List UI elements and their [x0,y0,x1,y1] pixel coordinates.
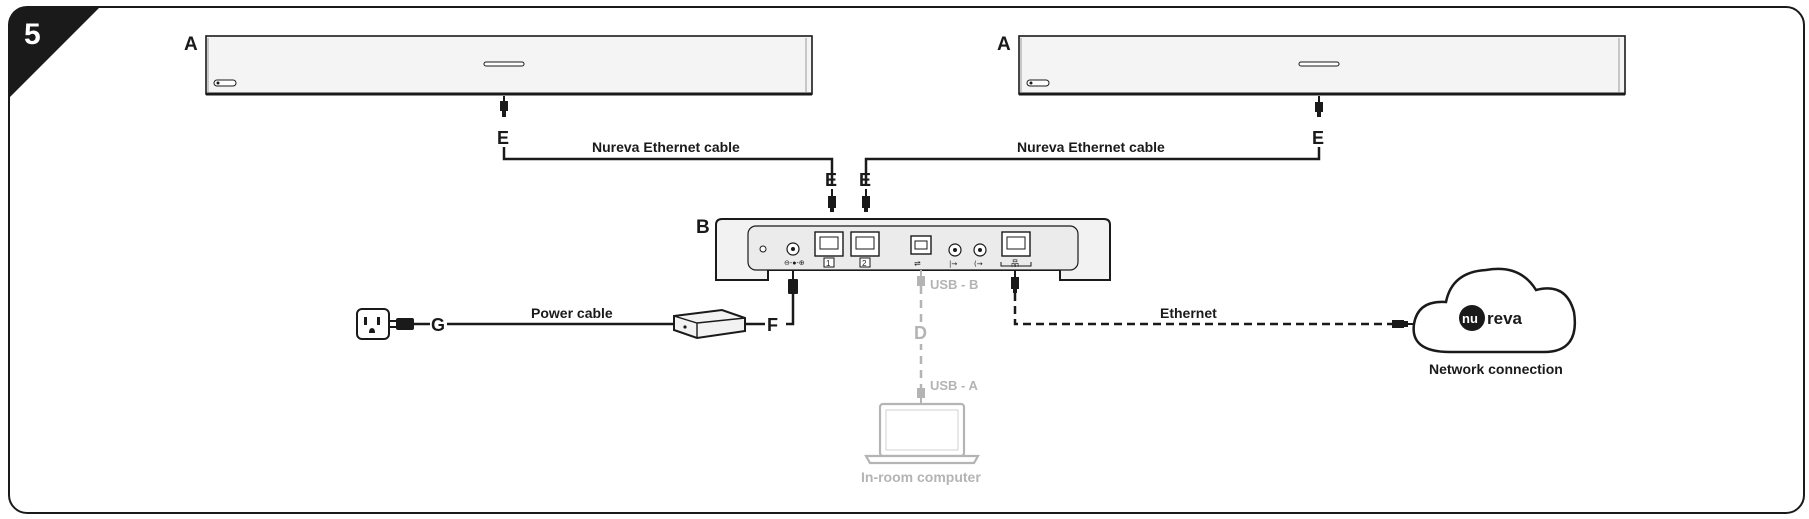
ethernet-cable-left-label: Nureva Ethernet cable [592,139,740,155]
power-adapter-icon [673,308,746,340]
hub-label: B [696,217,710,238]
power-cable-dc [786,294,795,326]
connector-g: G [431,315,445,335]
connection-hub: ⊖-●-⊕ 1 2 ⇌ |→ (→ 品 [715,218,1111,281]
ethernet-plug-icon [862,189,870,212]
port-number-1: 1 [826,259,831,268]
connector-e-left-top: E [497,128,509,148]
connector-e-hub-right: E [859,170,871,190]
svg-text:⇌: ⇌ [914,259,921,268]
right-device-label: A [997,34,1011,55]
svg-text:(→: (→ [974,260,983,268]
logo-suffix: reva [1487,309,1523,328]
left-device-label: A [184,34,198,55]
ethernet-plug-icon [828,189,836,212]
cloud-icon [1412,267,1577,354]
ethernet-cable-right-label: Nureva Ethernet cable [1017,139,1165,155]
outlet-icon [356,308,390,340]
network-ethernet-cable [1013,293,1392,326]
svg-text:|→: |→ [949,260,957,268]
usb-plug-icon [917,270,925,286]
left-device-bar [205,35,813,96]
connector-e-hub-left: E [825,170,837,190]
ethernet-cable-right [864,147,1321,186]
power-cable-label: Power cable [531,305,613,321]
laptop-icon [864,402,980,465]
svg-text:品: 品 [1011,259,1019,268]
connector-f: F [767,315,778,335]
port-number-2: 2 [862,259,867,268]
connector-d: D [914,323,927,343]
ethernet-cable-left [502,147,834,186]
ethernet-plug-icon [1011,270,1019,293]
connector-e-right-top: E [1312,128,1324,148]
logo-prefix: nu [1462,311,1478,326]
ethernet-plug-icon [500,96,508,117]
step-number: 5 [24,18,41,51]
usb-b-label: USB - B [930,277,978,292]
usb-d-backdrop [912,322,930,344]
network-ethernet-label: Ethernet [1160,305,1217,321]
usb-a-label: USB - A [930,378,979,393]
ethernet-plug-icon [1315,96,1323,117]
computer-label: In-room computer [861,469,981,485]
network-connection-label: Network connection [1429,361,1563,377]
svg-text:⊖-●-⊕: ⊖-●-⊕ [784,260,805,267]
right-device-bar [1018,35,1626,96]
nureva-logo: nu reva [1459,305,1523,331]
dc-plug-icon [788,270,798,294]
step-badge [9,7,100,98]
